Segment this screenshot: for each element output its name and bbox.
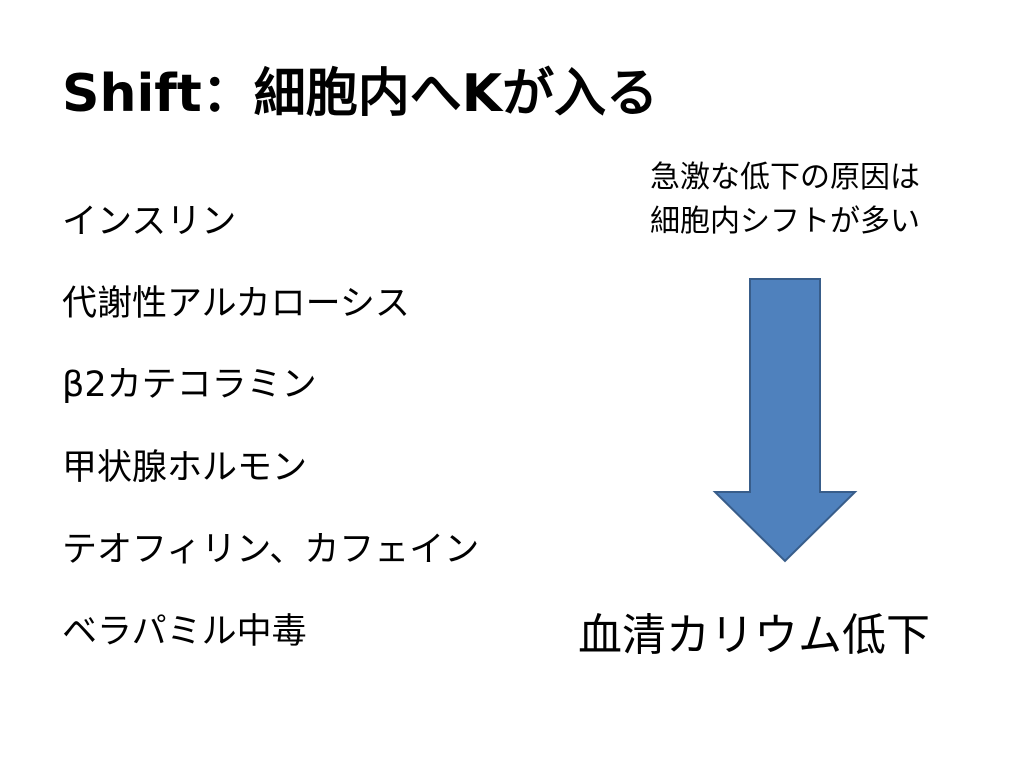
list-item: テオフィリン、カフェイン (62, 530, 480, 570)
list-item: 甲状腺ホルモン (62, 448, 308, 488)
slide-title: Shift：細胞内へKが入る (62, 64, 659, 124)
list-item: インスリン (62, 202, 237, 242)
note-line-1: 急激な低下の原因は (650, 160, 920, 195)
note-line-2: 細胞内シフトが多い (650, 204, 920, 239)
note-text: 急激な低下の原因は 細胞内シフトが多い (590, 156, 980, 244)
down-arrow-shape (712, 278, 858, 563)
list-item: 代謝性アルカローシス (62, 284, 410, 324)
list-item: ベラパミル中毒 (62, 612, 307, 652)
result-text: 血清カリウム低下 (578, 610, 930, 661)
list-item: β2カテコラミン (62, 365, 317, 405)
